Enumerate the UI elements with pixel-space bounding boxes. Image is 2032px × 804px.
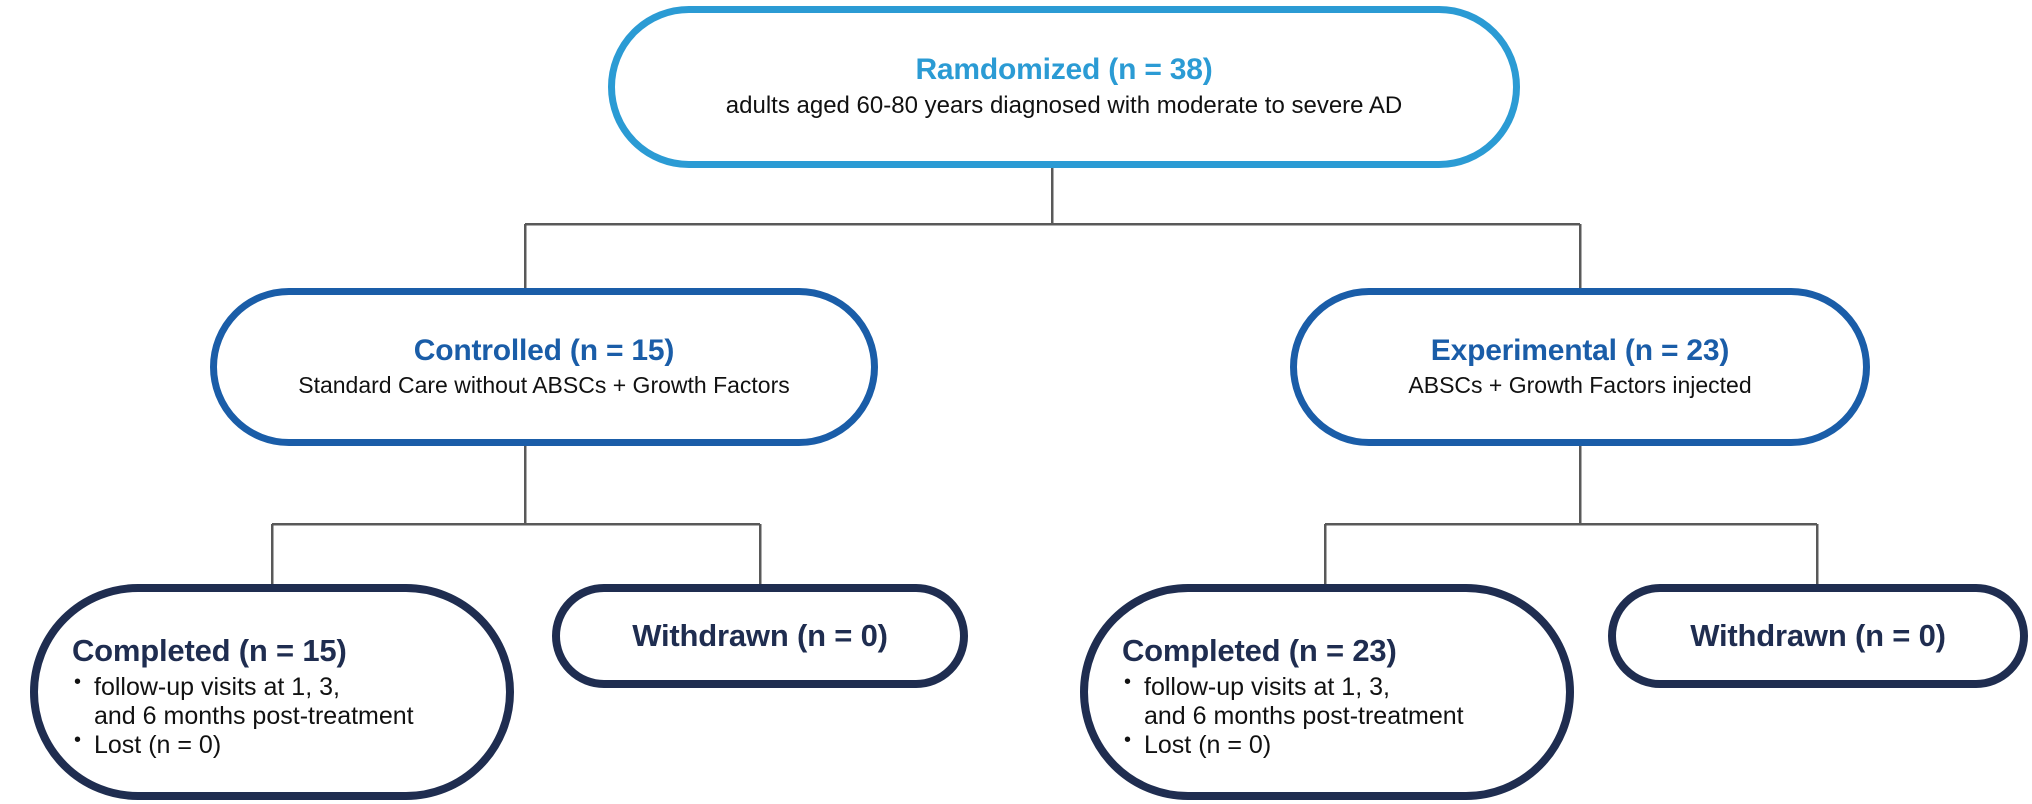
node-experimental-subtitle: ABSCs + Growth Factors injected (1408, 372, 1752, 399)
node-controlled-completed-title: Completed (n = 15) (72, 633, 347, 668)
node-experimental-completed[interactable]: Completed (n = 23) follow-up visits at 1… (1080, 584, 1574, 800)
node-experimental-withdrawn[interactable]: Withdrawn (n = 0) (1608, 584, 2028, 688)
node-controlled[interactable]: Controlled (n = 15) Standard Care withou… (210, 288, 878, 446)
node-experimental-title: Experimental (n = 23) (1430, 333, 1730, 367)
node-controlled-subtitle: Standard Care without ABSCs + Growth Fac… (298, 372, 790, 399)
node-randomized-title: Ramdomized (n = 38) (915, 52, 1213, 86)
list-item: Lost (n = 0) (72, 729, 472, 760)
node-experimental-withdrawn-title: Withdrawn (n = 0) (1690, 618, 1946, 654)
node-controlled-title: Controlled (n = 15) (413, 333, 675, 367)
list-item: follow-up visits at 1, 3, and 6 months p… (72, 671, 472, 731)
node-experimental-completed-title: Completed (n = 23) (1122, 633, 1397, 668)
node-controlled-completed-bullets: follow-up visits at 1, 3, and 6 months p… (72, 671, 472, 760)
node-controlled-withdrawn-title: Withdrawn (n = 0) (632, 618, 888, 654)
node-controlled-withdrawn[interactable]: Withdrawn (n = 0) (552, 584, 968, 688)
node-randomized-subtitle: adults aged 60-80 years diagnosed with m… (725, 92, 1403, 120)
list-item: follow-up visits at 1, 3, and 6 months p… (1122, 671, 1532, 731)
list-item: Lost (n = 0) (1122, 729, 1532, 760)
node-experimental-completed-bullets: follow-up visits at 1, 3, and 6 months p… (1122, 671, 1532, 760)
node-controlled-completed[interactable]: Completed (n = 15) follow-up visits at 1… (30, 584, 514, 800)
node-experimental[interactable]: Experimental (n = 23) ABSCs + Growth Fac… (1290, 288, 1870, 446)
node-randomized[interactable]: Ramdomized (n = 38) adults aged 60-80 ye… (608, 6, 1520, 168)
